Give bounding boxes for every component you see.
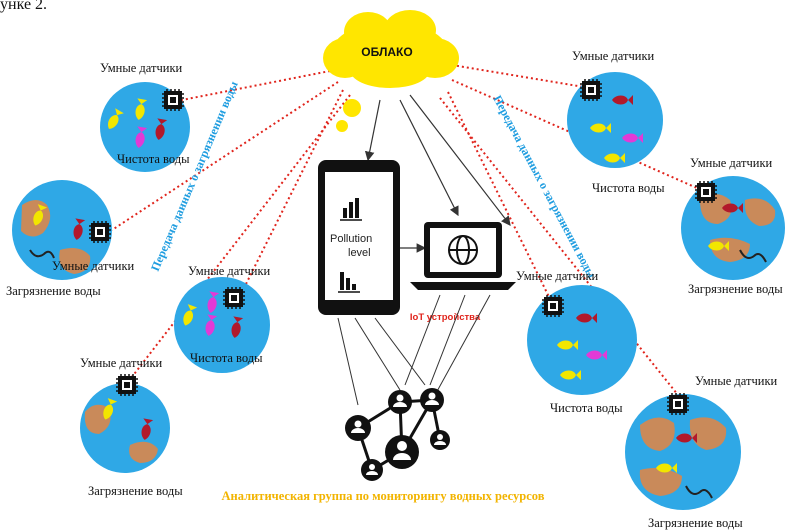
signal-lines xyxy=(111,64,707,396)
network-icon xyxy=(345,388,450,481)
pollution-label-2: level xyxy=(348,247,371,259)
globe-icon xyxy=(448,235,478,265)
water-globe-polluted-r2 xyxy=(681,176,785,280)
cloud: ОБЛАКО xyxy=(323,10,459,132)
clean-label-r1: Чистота воды xyxy=(592,181,665,195)
sensors-label-2: Умные датчики xyxy=(52,259,135,273)
sensors-label-r2: Умные датчики xyxy=(690,156,773,170)
clean-label-r3: Чистота воды xyxy=(550,401,623,415)
sensors-label-r3: Умные датчики xyxy=(516,269,599,283)
pollution-label-1: Pollution xyxy=(330,233,372,245)
phone-device: Pollution level xyxy=(318,160,400,315)
water-globe-clean-3 xyxy=(174,277,270,373)
clean-label-3: Чистота воды xyxy=(190,351,263,365)
sensors-label-3: Умные датчики xyxy=(188,264,271,278)
polluted-label-r4: Загрязнение воды xyxy=(648,516,743,530)
water-globe-clean-r3 xyxy=(527,285,637,395)
bar-chart-icon xyxy=(340,198,362,221)
sensors-label-r1: Умные датчики xyxy=(572,49,655,63)
water-globe-polluted-r4 xyxy=(625,392,741,510)
clean-label-1: Чистота воды xyxy=(117,152,190,166)
laptop-device xyxy=(410,222,516,290)
polluted-label-left: Загрязнение воды xyxy=(6,284,101,298)
sensors-label-4: Умные датчики xyxy=(80,356,163,370)
polluted-label-r2: Загрязнение воды xyxy=(688,282,783,296)
cloud-to-device-arrows xyxy=(364,94,511,253)
polluted-label-4: Загрязнение воды xyxy=(88,484,183,498)
declining-chart-icon xyxy=(338,272,360,293)
water-globe-polluted-4 xyxy=(80,373,170,473)
water-globe-clean-1 xyxy=(100,82,190,172)
water-globe-clean-r1 xyxy=(567,72,663,168)
water-globe-polluted-left xyxy=(12,180,112,280)
device-to-network-lines xyxy=(337,294,491,406)
figure-caption: унке 2. xyxy=(0,0,47,13)
sensors-label-1: Умные датчики xyxy=(100,61,183,75)
analytic-group-label: Аналитическая группа по мониторингу водн… xyxy=(222,489,545,503)
iot-label: IoT устройства xyxy=(410,312,481,323)
sensors-label-r4: Умные датчики xyxy=(695,374,778,388)
cloud-label: ОБЛАКО xyxy=(361,45,412,59)
